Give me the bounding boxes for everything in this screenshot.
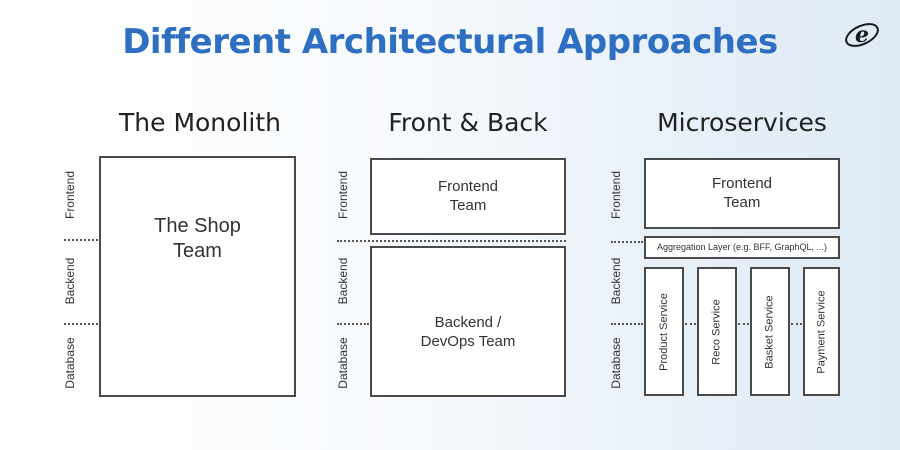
- micro-frontend-divider: [611, 241, 643, 243]
- monolith-title: The Monolith: [119, 108, 281, 137]
- frontback-database-layer-label: Database: [336, 337, 350, 389]
- page-title: Different Architectural Approaches: [122, 22, 778, 62]
- micro-aggregation-layer-box: Aggregation Layer (e.g. BFF, GraphQL, ..…: [644, 236, 840, 259]
- company-logo-icon: e: [845, 22, 879, 48]
- micro-frontend-team-box: Frontend Team: [644, 158, 840, 229]
- monolith-frontend-divider: [64, 239, 98, 241]
- micro-service-link-3: [791, 323, 802, 325]
- micro-service-link-2: [738, 323, 749, 325]
- micro-aggregation-label: Aggregation Layer (e.g. BFF, GraphQL, ..…: [656, 241, 828, 252]
- frontback-backend-team-box: Backend / DevOps Team: [370, 246, 566, 397]
- micro-database-layer-label: Database: [609, 337, 623, 389]
- frontback-frontend-layer-label: Frontend: [336, 170, 350, 220]
- svg-text:e: e: [855, 22, 869, 48]
- micro-service-label-product: Product Service: [658, 292, 670, 371]
- frontback-title: Front & Back: [388, 108, 548, 137]
- frontback-frontend-team-box: Frontend Team: [370, 158, 566, 235]
- frontback-backend-layer-label: Backend: [336, 257, 350, 305]
- monolith-database-layer-label: Database: [63, 337, 77, 389]
- micro-service-box-basket: Basket Service: [750, 267, 790, 396]
- micro-service-label-reco: Reco Service: [711, 298, 724, 365]
- micro-frontend-label: Frontend Team: [711, 174, 773, 211]
- micro-backend-divider: [611, 323, 643, 325]
- monolith-shop-team-box: The Shop Team: [99, 156, 296, 397]
- micro-service-link-1: [685, 323, 696, 325]
- micro-service-box-reco: Reco Service: [697, 267, 737, 396]
- microservices-title: Microservices: [657, 108, 827, 137]
- frontback-frontend-divider: [337, 240, 566, 242]
- monolith-box-label: The Shop Team: [154, 215, 241, 262]
- micro-backend-layer-label: Backend: [609, 257, 623, 305]
- micro-service-label-basket: Basket Service: [764, 294, 776, 369]
- frontback-backend-divider: [337, 323, 369, 325]
- monolith-backend-layer-label: Backend: [63, 257, 77, 305]
- monolith-backend-divider: [64, 323, 98, 325]
- micro-service-label-payment: Payment Service: [815, 289, 828, 374]
- monolith-frontend-layer-label: Frontend: [63, 170, 77, 220]
- micro-frontend-layer-label: Frontend: [609, 170, 623, 220]
- micro-service-box-product: Product Service: [644, 267, 684, 396]
- micro-service-box-payment: Payment Service: [803, 267, 840, 396]
- frontback-backend-label: Backend / DevOps Team: [420, 313, 516, 350]
- frontback-frontend-label: Frontend Team: [437, 177, 499, 214]
